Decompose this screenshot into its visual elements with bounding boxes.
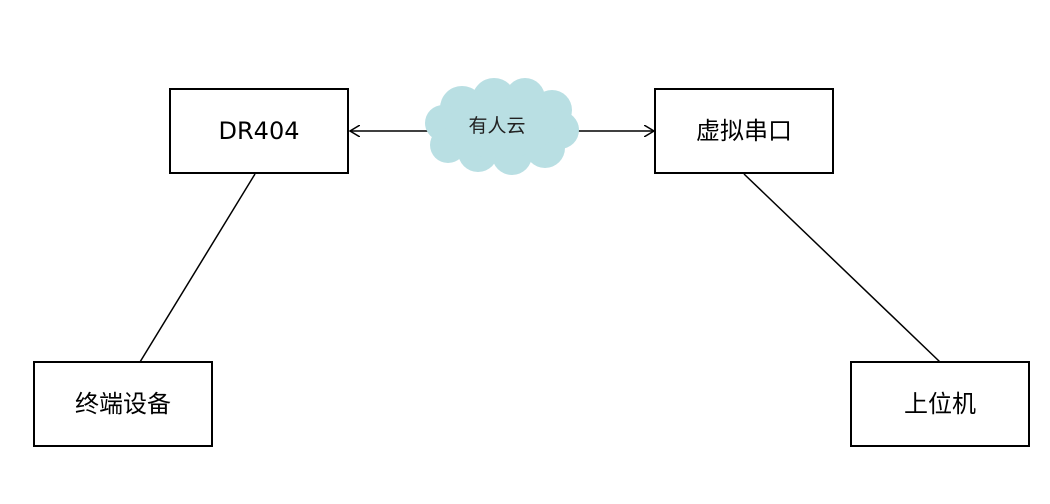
node-virtual-serial: 虚拟串口 <box>654 88 834 174</box>
node-label: DR404 <box>219 117 300 145</box>
cloud-label: 有人云 <box>468 115 525 137</box>
node-label: 终端设备 <box>75 390 171 418</box>
cloud-shape <box>425 78 579 175</box>
node-host: 上位机 <box>850 361 1030 447</box>
node-label: 虚拟串口 <box>696 117 792 145</box>
connector-dr404-terminal <box>139 173 256 363</box>
node-dr404: DR404 <box>169 88 349 174</box>
node-label: 上位机 <box>904 390 976 418</box>
node-terminal: 终端设备 <box>33 361 213 447</box>
connector-serial-host <box>743 173 941 363</box>
